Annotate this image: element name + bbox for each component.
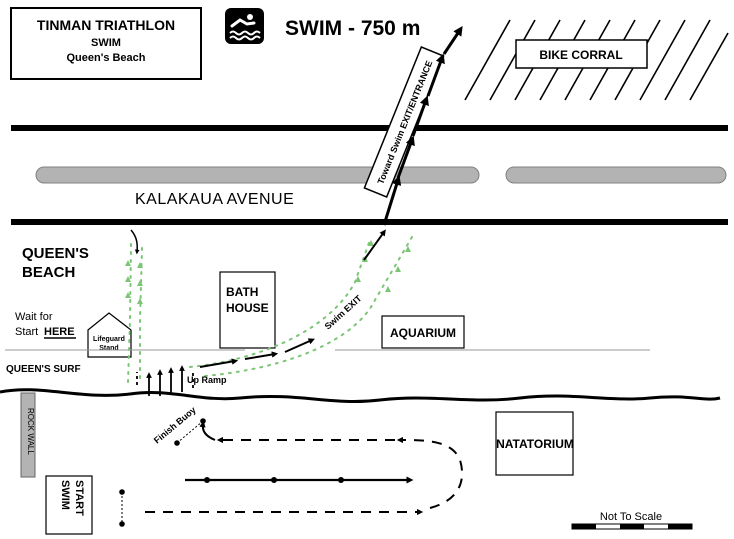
start-buoy-bottom	[119, 521, 125, 527]
bike-corral: BIKE CORRAL	[515, 39, 648, 69]
bath-house: BATH HOUSE	[219, 271, 276, 349]
bike-corral-label: BIKE CORRAL	[539, 48, 622, 62]
coastline	[0, 388, 721, 404]
avenue-label: KALAKAUA AVENUE	[135, 191, 294, 208]
aquarium: AQUARIUM	[381, 315, 465, 349]
swim-start: SWIM START	[45, 475, 93, 535]
wait-here-label: HERE	[44, 326, 75, 338]
road-edge-south	[11, 219, 728, 225]
swim-start-label-2: START	[73, 480, 85, 516]
natatorium-label: NATATORIUM	[496, 437, 574, 451]
green-path-markers	[125, 240, 411, 304]
road-median-west	[35, 166, 480, 184]
scale-bar: Not To Scale	[571, 511, 693, 530]
kalakaua-avenue: KALAKAUA AVENUE	[11, 125, 728, 225]
event-title: SWIM - 750 m	[285, 17, 420, 40]
lifeguard-label-1: Lifeguard	[93, 336, 125, 343]
swim-start-label-1: SWIM	[59, 480, 71, 510]
queens-beach-label-1: QUEEN'S	[22, 245, 89, 262]
bath-house-label-1: BATH	[226, 285, 258, 299]
lifeguard-label-2: Stand	[99, 345, 118, 352]
rock-wall-label: ROCK WALL	[26, 408, 35, 455]
lifeguard-stand: Lifeguard Stand	[87, 312, 132, 358]
wait-label-2: Start	[15, 326, 38, 338]
swim-course	[145, 420, 464, 516]
scale-label: Not To Scale	[600, 511, 662, 523]
aquarium-label: AQUARIUM	[390, 326, 456, 340]
wait-label-1: Wait for	[15, 311, 53, 323]
swim-exit-label: Swim EXIT	[323, 293, 364, 332]
course-buoys	[204, 477, 344, 483]
rock-wall: ROCK WALL	[20, 392, 36, 478]
road-median-east	[505, 166, 727, 184]
up-ramp-label: Up Ramp	[187, 375, 227, 385]
finish-buoy-label: Finish Buoy	[152, 405, 198, 446]
queens-beach-label-2: BEACH	[22, 264, 75, 281]
bath-house-label-2: HOUSE	[226, 301, 269, 315]
queens-surf-label: QUEEN'S SURF	[6, 364, 81, 375]
run-path-to-corral	[382, 26, 463, 226]
natatorium: NATATORIUM	[495, 411, 574, 476]
swimmer-icon	[225, 8, 264, 44]
title-box: TINMAN TRIATHLON SWIM Queen's Beach	[10, 7, 202, 80]
swim-exit-path	[199, 229, 386, 368]
entry-arrow	[130, 229, 140, 255]
road-edge-north	[11, 125, 728, 131]
green-path	[127, 231, 416, 383]
title-line-2: SWIM	[91, 37, 121, 49]
title-line-3: Queen's Beach	[66, 52, 145, 64]
title-line-1: TINMAN TRIATHLON	[37, 17, 175, 33]
